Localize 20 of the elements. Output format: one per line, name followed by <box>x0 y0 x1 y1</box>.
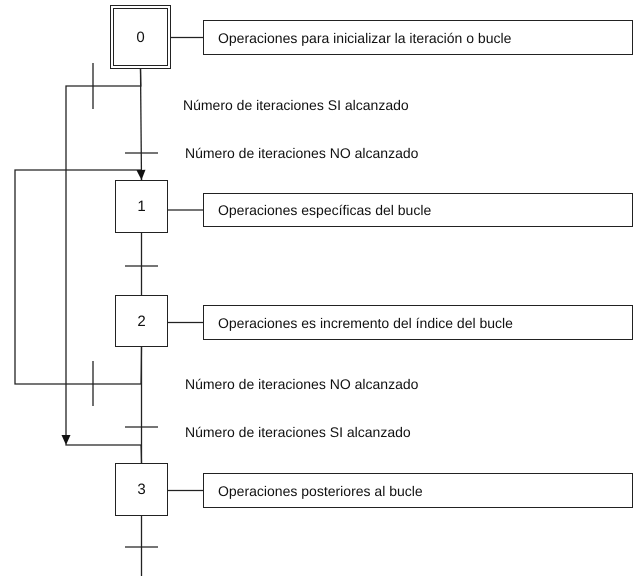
step-box: 1 <box>115 180 168 233</box>
action-box: Operaciones posteriores al bucle <box>203 473 633 508</box>
action-box: Operaciones para inicializar la iteración o bucle <box>203 20 633 55</box>
connector-line <box>168 209 203 211</box>
connector-line <box>140 516 142 576</box>
action-box: Operaciones es incremento del índice del bucle <box>203 305 633 340</box>
step-box: 2 <box>115 295 168 347</box>
connector-line <box>168 490 203 492</box>
action-box: Operaciones específicas del bucle <box>203 193 633 227</box>
connector-line <box>171 36 203 38</box>
connector-line <box>168 322 203 324</box>
transition-condition: Número de iteraciones NO alcanzado <box>185 145 418 161</box>
initial-step-box: 0 <box>113 8 168 66</box>
arrow <box>14 169 146 385</box>
transition-condition: Número de iteraciones SI alcanzado <box>183 97 409 113</box>
step-box: 3 <box>115 463 168 516</box>
transition-condition: Número de iteraciones NO alcanzado <box>185 376 418 392</box>
connector-line <box>140 347 142 463</box>
connector-line <box>140 233 142 295</box>
transition-condition: Número de iteraciones SI alcanzado <box>185 424 411 440</box>
